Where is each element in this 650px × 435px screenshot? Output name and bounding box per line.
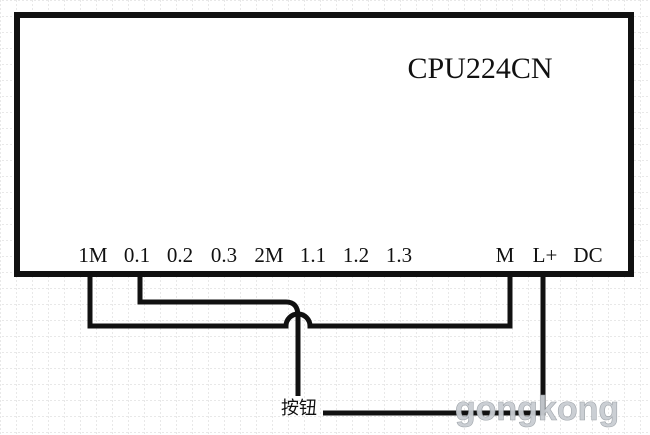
- terminal-DC: DC: [573, 243, 602, 267]
- button-label: 按钮: [281, 398, 317, 419]
- terminal-0.3: 0.3: [211, 243, 237, 267]
- terminal-1M: 1M: [78, 243, 108, 267]
- terminal-1.2: 1.2: [343, 243, 369, 267]
- watermark: gongkong: [455, 390, 619, 428]
- terminal-1.3: 1.3: [386, 243, 412, 267]
- wire-0.1-to-button: [137, 274, 301, 396]
- terminal-M: M: [496, 243, 515, 267]
- terminal-1.1: 1.1: [300, 243, 326, 267]
- plc-model-label: CPU224CN: [407, 52, 552, 85]
- terminal-0.1: 0.1: [124, 243, 150, 267]
- wire-Lplus-to-button: [323, 274, 546, 416]
- plc-box: [14, 12, 634, 277]
- terminal-Lplus: L+: [533, 243, 558, 267]
- terminal-0.2: 0.2: [167, 243, 193, 267]
- terminal-2M: 2M: [254, 243, 284, 267]
